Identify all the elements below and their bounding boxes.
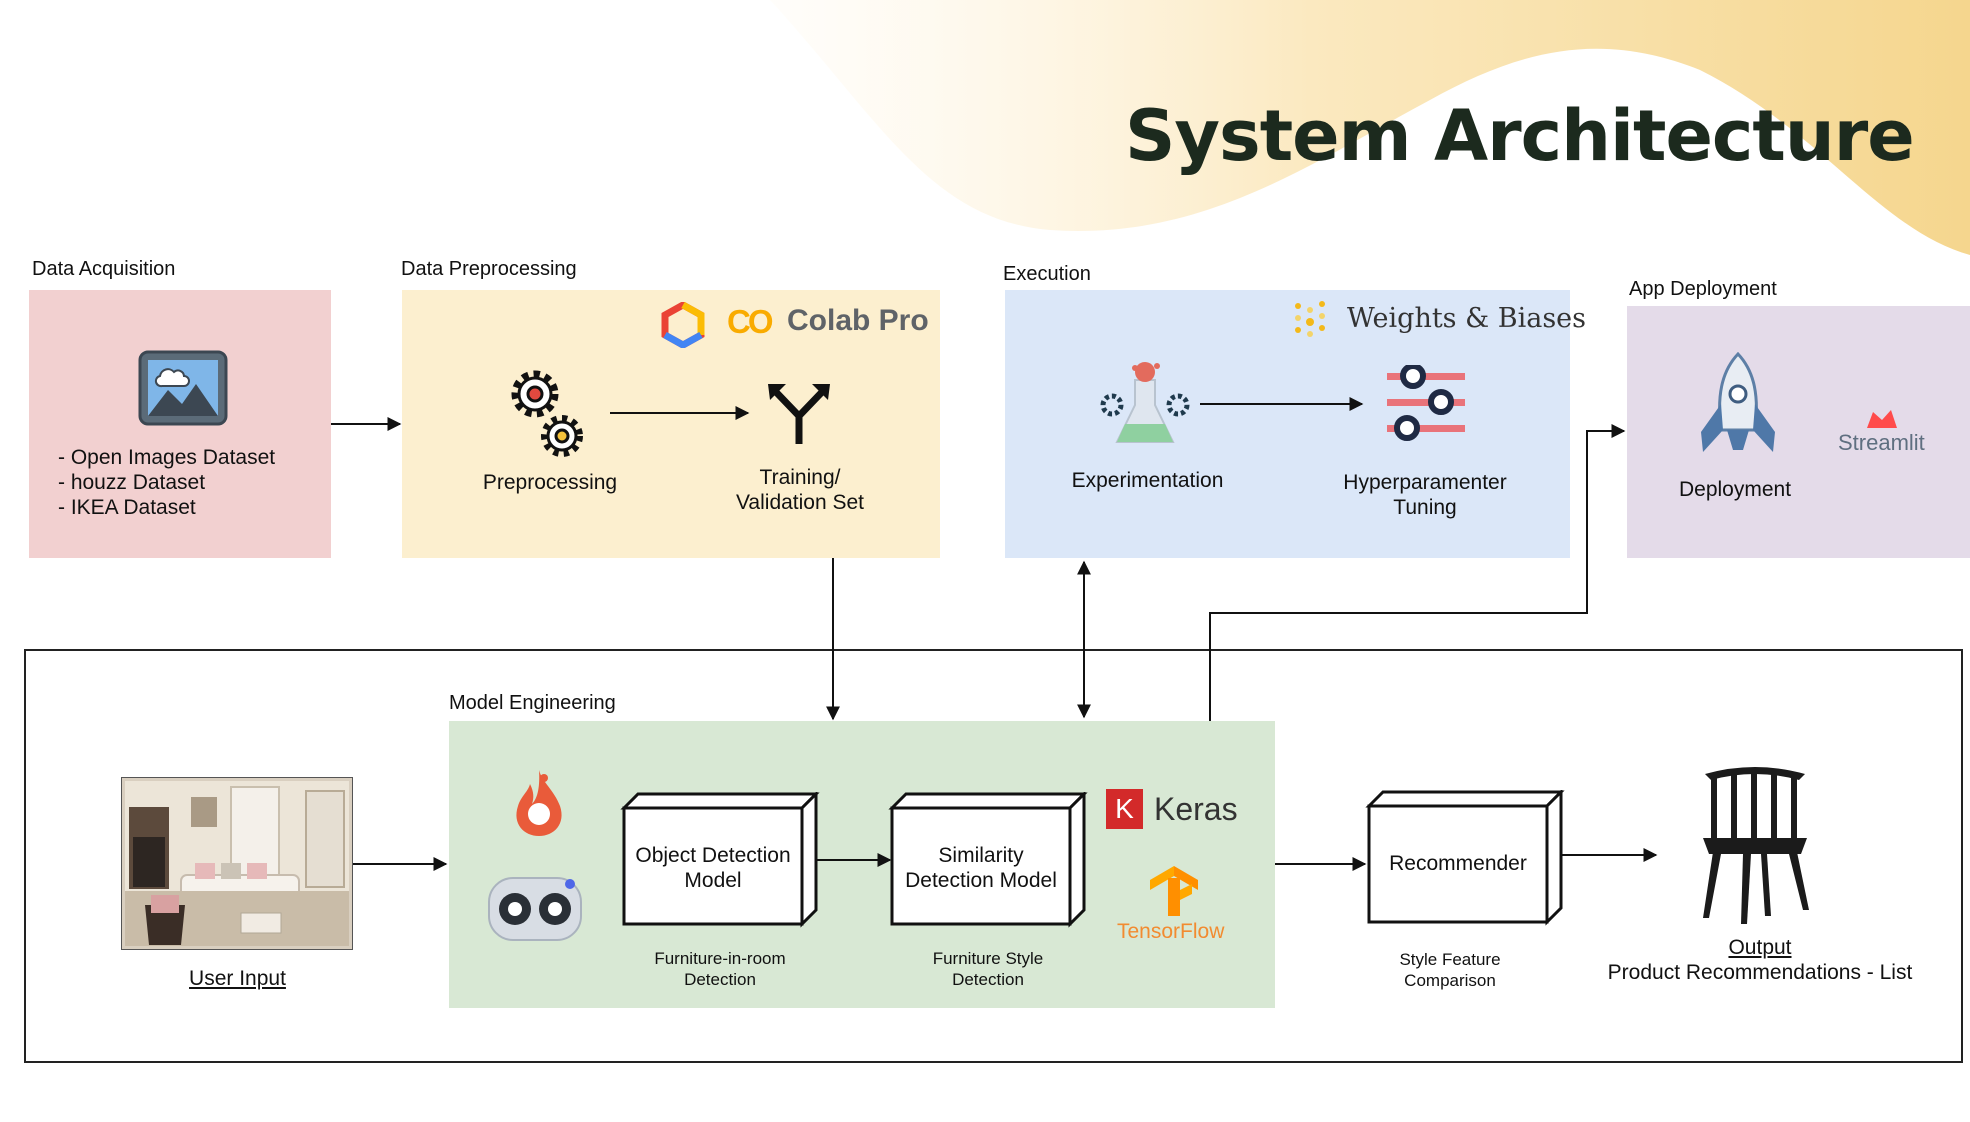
recommender-caption-line1: Style Feature (1399, 950, 1501, 969)
app-deployment-panel (1627, 306, 1970, 558)
streamlit-crown-icon (1867, 410, 1897, 428)
colab-pro-logo: Colab Pro (787, 304, 929, 337)
similarity-detection-box-shape (888, 792, 1088, 928)
flame-icon (516, 770, 562, 836)
tuning-label-line2: Tuning (1393, 496, 1457, 519)
keras-mark-icon: K (1106, 789, 1143, 829)
object-detection-caption-line1: Furniture-in-room (654, 949, 786, 968)
similarity-caption-line2: Detection (952, 970, 1024, 989)
dataset-item: - Open Images Dataset (58, 446, 276, 469)
user-input-label: User Input (189, 967, 286, 990)
robot-eyes-icon (488, 877, 582, 941)
weights-biases-logo: Weights & Biases (1347, 303, 1587, 334)
page-title: System Architecture (1125, 95, 1915, 177)
training-label-line2: Validation Set (735, 491, 865, 514)
image-icon (138, 350, 228, 426)
keras-logo: Keras (1154, 791, 1238, 827)
google-cloud-icon (661, 302, 705, 348)
data-acquisition-label: Data Acquisition (32, 258, 176, 280)
tensorflow-logo: TensorFlow (1117, 920, 1225, 943)
streamlit-logo: Streamlit (1838, 430, 1925, 455)
gears-icon (511, 370, 583, 457)
execution-label: Execution (1003, 263, 1091, 285)
user-input-room-image (121, 777, 353, 950)
colab-logo-mark: CO (727, 303, 773, 340)
output-label: Output (1728, 936, 1792, 959)
split-arrow-icon (768, 384, 830, 444)
object-detection-caption-line2: Detection (684, 970, 756, 989)
model-engineering-label: Model Engineering (449, 692, 616, 714)
tuning-sliders-icon (1387, 365, 1465, 441)
recommender-label: Recommender (1389, 852, 1527, 875)
deployment-label: Deployment (1678, 478, 1792, 501)
recommender-caption-line2: Comparison (1404, 971, 1496, 990)
tensorflow-icon (1150, 866, 1198, 916)
dataset-item: - IKEA Dataset (58, 496, 196, 519)
data-preprocessing-label: Data Preprocessing (401, 258, 577, 280)
wandb-dots-icon (1295, 301, 1325, 337)
object-detection-box-shape (620, 792, 820, 928)
preprocessing-label: Preprocessing (482, 471, 618, 494)
experimentation-label: Experimentation (1071, 469, 1224, 492)
object-detection-model-line1: Object Detection (635, 844, 791, 867)
training-label-line1: Training/ (759, 466, 841, 489)
chair-icon (1703, 767, 1809, 924)
object-detection-model-line2: Model (684, 869, 742, 892)
flask-icon (1100, 362, 1190, 443)
dataset-item: - houzz Dataset (58, 471, 206, 494)
output-caption: Product Recommendations - List (1607, 961, 1913, 984)
similarity-caption-line1: Furniture Style (932, 949, 1044, 968)
execution-panel (1005, 290, 1570, 558)
similarity-model-line2: Detection Model (905, 869, 1057, 892)
app-deployment-label: App Deployment (1629, 278, 1777, 300)
recommender-box-shape (1365, 790, 1565, 926)
rocket-icon (1701, 352, 1775, 452)
model-engineering-frame (24, 649, 1963, 1063)
tuning-label-line1: Hyperparamenter (1343, 471, 1507, 494)
model-engineering-panel (449, 721, 1275, 1008)
similarity-model-line1: Similarity (938, 844, 1024, 867)
